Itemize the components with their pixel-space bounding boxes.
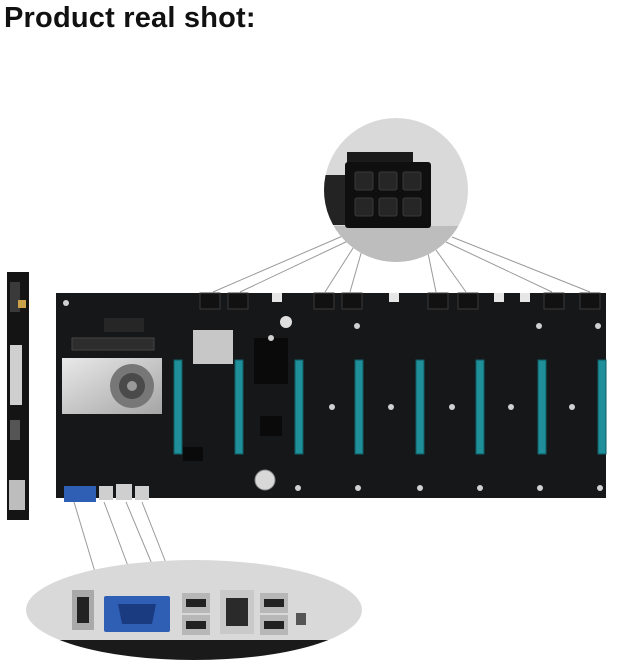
motherboard [56, 292, 607, 502]
page-title: Product real shot: [4, 2, 256, 34]
rear-io-zoom [26, 560, 362, 660]
reset-button-icon [296, 613, 306, 625]
chipset-heatsink-icon [193, 330, 233, 364]
io-leader-lines [73, 501, 167, 573]
memory-slot-icon [71, 337, 155, 351]
power-leader-lines [212, 234, 591, 293]
power-connectors [199, 292, 601, 310]
board-side-view [7, 272, 29, 520]
pcie-slots [173, 359, 607, 455]
mounting-holes [63, 300, 603, 491]
cmos-battery-icon [254, 469, 276, 491]
